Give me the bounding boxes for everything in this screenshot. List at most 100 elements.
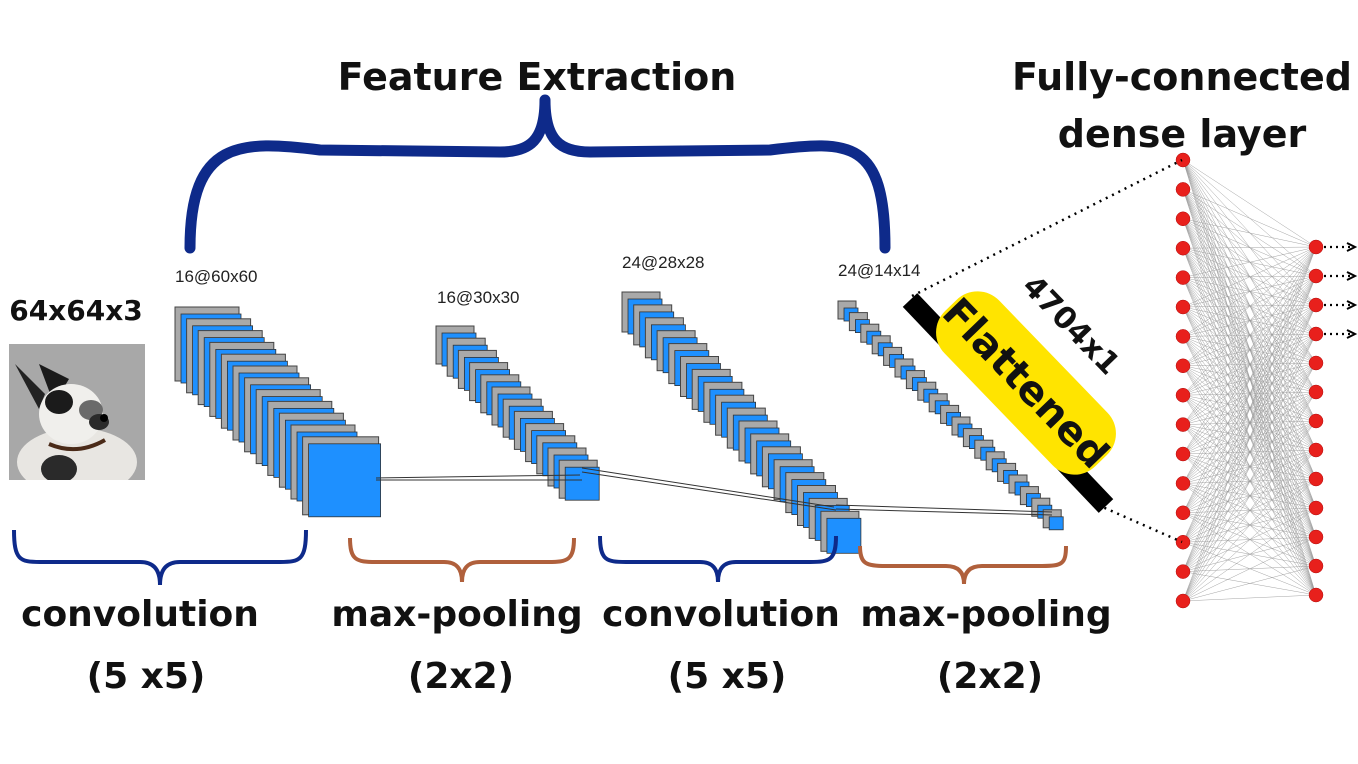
connection-11-1 xyxy=(1182,246,1317,455)
stack-1-label: 16@60x60 xyxy=(175,267,258,286)
dense-input-node-5 xyxy=(1175,270,1191,285)
dog-illustration xyxy=(9,344,145,480)
connection-16-2 xyxy=(1182,275,1317,602)
dense-input-node-2 xyxy=(1175,182,1191,197)
dense-output-node-11 xyxy=(1308,529,1324,545)
stack-3-label: 24@28x28 xyxy=(622,253,705,272)
output-arrows xyxy=(1324,242,1358,339)
op-2-kernel: (2x2) xyxy=(408,656,514,697)
connection-3-1 xyxy=(1182,218,1317,248)
stack-4-label: 24@14x14 xyxy=(838,261,921,280)
dense-input-node-12 xyxy=(1175,476,1191,491)
output-arrow-head-4 xyxy=(1346,329,1358,339)
connection-6-1 xyxy=(1182,246,1317,308)
connection-16-3 xyxy=(1182,304,1317,602)
connection-9-1 xyxy=(1182,246,1317,396)
dense-nodes xyxy=(1175,152,1324,609)
output-arrow-head-2 xyxy=(1346,271,1358,281)
dense-layer-title-1: Fully-connected xyxy=(1012,55,1352,99)
dense-input-node-14 xyxy=(1175,534,1191,550)
flatten-dotted-lines xyxy=(911,158,1183,544)
dense-input-node-6 xyxy=(1175,299,1191,315)
dense-output-node-2 xyxy=(1308,268,1324,284)
dog-photo xyxy=(9,344,145,480)
connection-1-1 xyxy=(1182,159,1317,248)
connection-8-1 xyxy=(1182,246,1317,366)
dense-output-node-6 xyxy=(1308,384,1324,400)
connection-16-5 xyxy=(1182,362,1317,602)
dense-input-node-7 xyxy=(1175,329,1191,344)
feature-map-2-12 xyxy=(564,466,600,501)
op-4-kernel: (2x2) xyxy=(937,656,1043,697)
dense-output-node-8 xyxy=(1308,442,1324,458)
dense-input-node-15 xyxy=(1175,564,1191,579)
max-pooling-2-brace xyxy=(858,545,1068,585)
stack-2-label: 16@30x30 xyxy=(437,288,520,307)
dense-input-node-8 xyxy=(1175,358,1191,374)
dense-output-node-13 xyxy=(1308,587,1324,603)
max-pooling-1-brace xyxy=(348,537,576,583)
connection-2-1 xyxy=(1182,189,1317,248)
connection-7-1 xyxy=(1182,246,1317,337)
connection-4-1 xyxy=(1182,246,1317,249)
feature-map-stack-2 xyxy=(435,325,600,501)
op-2-name: max-pooling xyxy=(331,594,582,635)
connection-12-1 xyxy=(1182,246,1317,484)
kernel-connectors xyxy=(375,467,1053,516)
dense-input-node-4 xyxy=(1175,240,1191,256)
dense-layer-title-2: dense layer xyxy=(1058,112,1307,156)
dense-input-node-13 xyxy=(1175,505,1191,521)
connection-5-1 xyxy=(1182,246,1317,278)
op-1-kernel: (5 x5) xyxy=(87,656,206,697)
feature-extraction-title: Feature Extraction xyxy=(338,55,737,99)
connection-13-1 xyxy=(1182,246,1317,513)
connection-10-1 xyxy=(1182,246,1317,425)
connection-16-13 xyxy=(1182,594,1317,602)
op-3-name: convolution xyxy=(602,594,840,635)
op-4-name: max-pooling xyxy=(860,594,1111,635)
dense-input-node-1 xyxy=(1175,152,1191,168)
dense-output-node-12 xyxy=(1308,558,1324,574)
dense-output-node-10 xyxy=(1308,500,1324,516)
feature-extraction-brace xyxy=(184,94,891,254)
dense-input-node-11 xyxy=(1175,446,1191,462)
connection-16-6 xyxy=(1182,391,1317,602)
connection-16-1 xyxy=(1182,246,1317,602)
dense-output-node-4 xyxy=(1308,326,1324,342)
connection-14-1 xyxy=(1182,246,1317,543)
dense-output-node-7 xyxy=(1308,413,1324,429)
flattened-label: Flattened xyxy=(933,289,1117,478)
input-size-label: 64x64x3 xyxy=(9,294,143,327)
dense-input-node-3 xyxy=(1175,211,1191,227)
connection-16-4 xyxy=(1182,333,1317,602)
convolution-2-brace xyxy=(598,535,838,583)
feature-map-stack-4 xyxy=(837,300,1064,531)
dense-connections xyxy=(1182,159,1317,602)
convolution-1-brace xyxy=(12,529,308,586)
dense-input-node-16 xyxy=(1175,593,1191,609)
feature-map-3-18 xyxy=(826,517,862,554)
output-arrow-head-1 xyxy=(1346,242,1358,252)
dense-output-node-5 xyxy=(1308,355,1324,371)
feature-map-1-12 xyxy=(308,443,382,518)
dense-output-node-1 xyxy=(1308,239,1324,255)
op-3-kernel: (5 x5) xyxy=(668,656,787,697)
dense-input-node-10 xyxy=(1175,417,1191,432)
dense-output-node-9 xyxy=(1308,471,1324,487)
feature-map-stack-1 xyxy=(174,306,382,518)
connection-15-1 xyxy=(1182,246,1317,572)
feature-map-stack-3 xyxy=(621,291,862,554)
feature-map-4-19 xyxy=(1048,516,1064,531)
connection-16-7 xyxy=(1182,420,1317,602)
flattened-badge: Flattened xyxy=(933,289,1117,478)
connection-16-12 xyxy=(1182,565,1317,602)
op-1-name: convolution xyxy=(21,594,259,635)
connection-16-8 xyxy=(1182,449,1317,602)
connection-16-11 xyxy=(1182,536,1317,602)
dense-output-node-3 xyxy=(1308,297,1324,313)
output-arrow-head-3 xyxy=(1346,300,1358,310)
connection-16-9 xyxy=(1182,478,1317,602)
dense-input-node-9 xyxy=(1175,387,1191,403)
connection-16-10 xyxy=(1182,507,1317,602)
